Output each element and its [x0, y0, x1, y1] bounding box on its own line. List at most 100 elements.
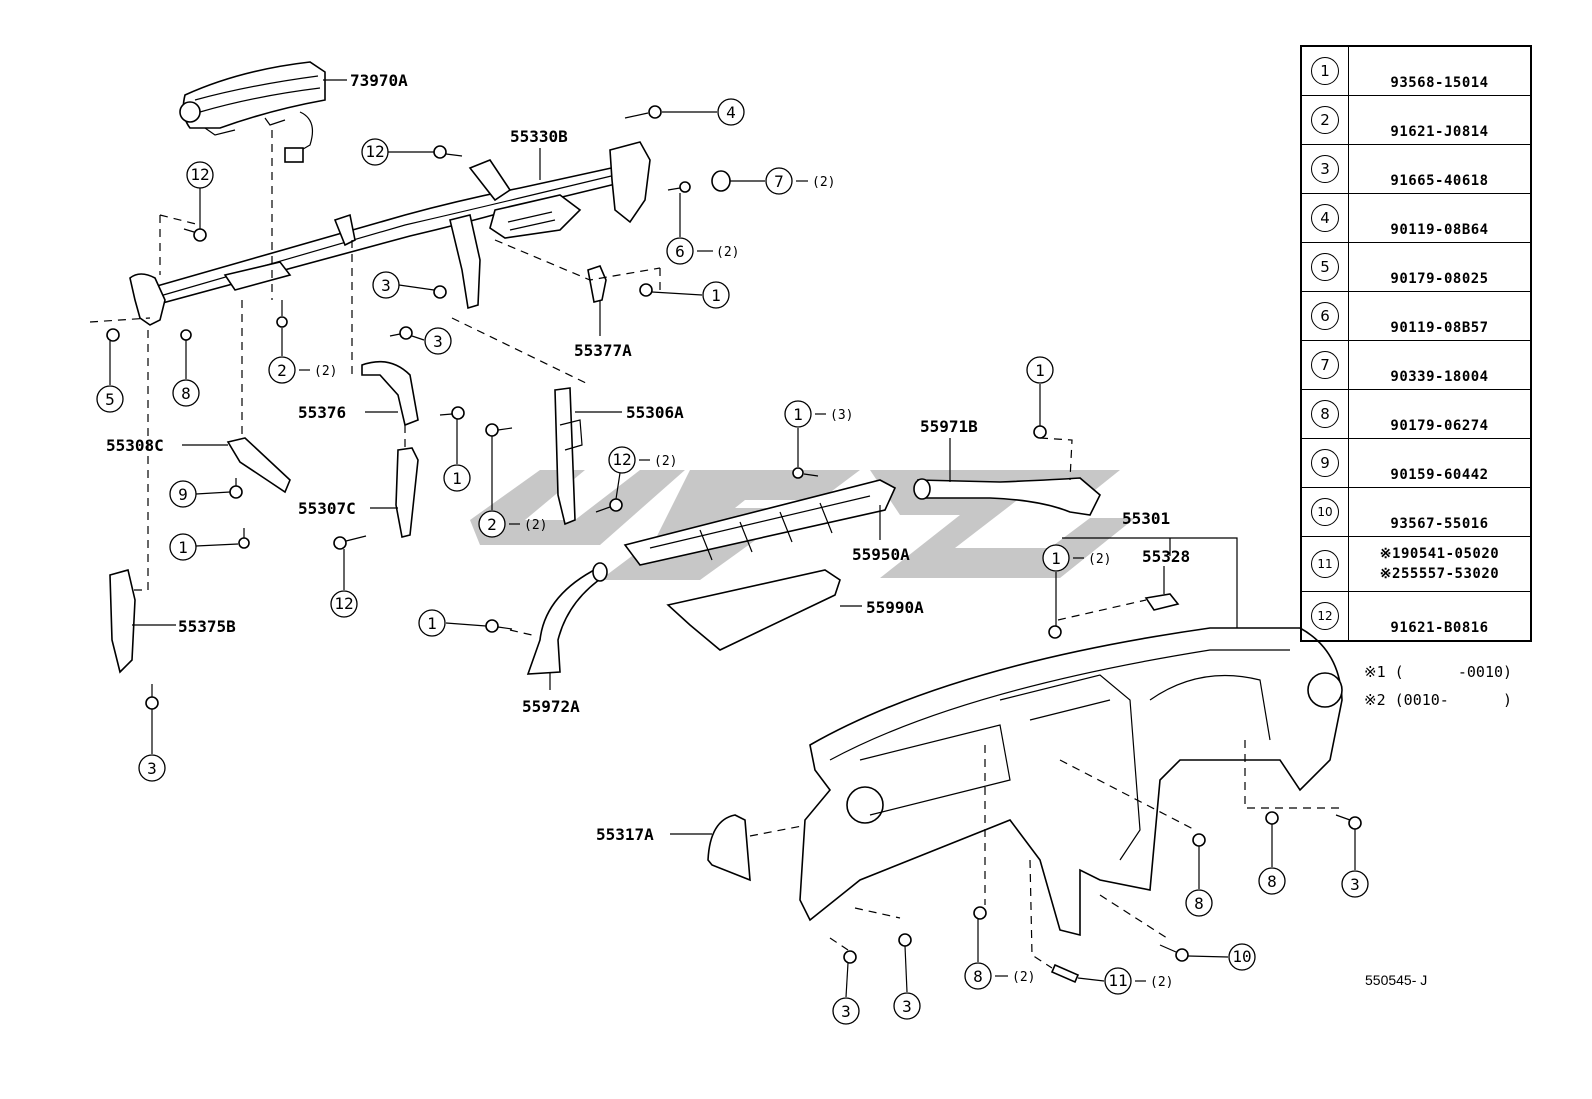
variant-notes: ※1 ( -0010) ※2 (0010- ) — [1364, 658, 1512, 714]
row-number: 8 — [1311, 400, 1339, 428]
callout-number: 12 — [612, 450, 631, 469]
table-row: 1 93568-15014 — [1300, 45, 1532, 96]
row-number: 11 — [1311, 550, 1339, 578]
variant-mark: ※2 — [1379, 566, 1401, 582]
callout-qty: (2) — [654, 454, 677, 469]
callout-number: 12 — [190, 165, 209, 184]
table-row: 2 91621-J0814 — [1300, 95, 1532, 145]
label-55307C: 55307C — [298, 499, 356, 518]
part-number: 90119-08B64 — [1348, 193, 1532, 243]
callout-number: 8 — [1194, 894, 1204, 913]
table-row: 11 ※190541-05020 ※255557-53020 — [1300, 536, 1532, 592]
part-number: 93568-15014 — [1348, 45, 1532, 96]
row-number: 6 — [1311, 302, 1339, 330]
callout-number: 10 — [1232, 947, 1251, 966]
note-mark: ※1 — [1364, 663, 1386, 681]
row-number: 4 — [1311, 204, 1339, 232]
callout-number: 1 — [178, 538, 188, 557]
row-number: 10 — [1311, 498, 1339, 526]
label-55950A: 55950A — [852, 545, 910, 564]
table-row: 8 90179-06274 — [1300, 389, 1532, 439]
part-number: 90179-08025 — [1348, 242, 1532, 292]
part-number: 90159-60442 — [1348, 438, 1532, 488]
note-text: (0010- ) — [1394, 691, 1513, 709]
label-55308C: 55308C — [106, 436, 164, 455]
parts-reference-table: 1 93568-15014 2 91621-J0814 3 91665-4061… — [1300, 45, 1532, 642]
label-55990A: 55990A — [866, 598, 924, 617]
label-55376: 55376 — [298, 403, 346, 422]
callout-number: 4 — [726, 103, 736, 122]
callout-number: 12 — [365, 142, 384, 161]
label-55375B: 55375B — [178, 617, 236, 636]
table-row: 9 90159-60442 — [1300, 438, 1532, 488]
airbag-assembly-73970A — [179, 61, 326, 163]
table-row: 12 91621-B0816 — [1300, 591, 1532, 642]
callout-number: 3 — [841, 1002, 851, 1021]
part-number: 90119-08B57 — [1348, 291, 1532, 341]
part-number: 90179-06274 — [1348, 389, 1532, 439]
table-row: 7 90339-18004 — [1300, 340, 1532, 390]
callout-number: 3 — [902, 997, 912, 1016]
callout-qty: (2) — [1150, 975, 1173, 990]
callout-number: 1 — [1035, 361, 1045, 380]
label-55317A: 55317A — [596, 825, 654, 844]
callout-qty: (2) — [1012, 970, 1035, 985]
part-number: 90541-05020 — [1400, 546, 1500, 562]
callout-number: 3 — [433, 332, 443, 351]
callout-number: 8 — [181, 384, 191, 403]
callout-qty: (3) — [830, 408, 853, 423]
callout-number: 8 — [973, 967, 983, 986]
table-row: 6 90119-08B57 — [1300, 291, 1532, 341]
label-55972A: 55972A — [522, 697, 580, 716]
label-73970A: 73970A — [350, 71, 408, 90]
callout-number: 1 — [452, 469, 462, 488]
instrument-panel-reinforcement-55330B — [129, 141, 651, 326]
row-number: 7 — [1311, 351, 1339, 379]
row-number: 2 — [1311, 106, 1339, 134]
row-number: 5 — [1311, 253, 1339, 281]
callout-number: 9 — [178, 485, 188, 504]
row-number: 1 — [1311, 57, 1339, 85]
variant-mark: ※1 — [1379, 546, 1401, 562]
label-55328: 55328 — [1142, 547, 1190, 566]
label-55301: 55301 — [1122, 509, 1170, 528]
row-number: 9 — [1311, 449, 1339, 477]
table-row: 10 93567-55016 — [1300, 487, 1532, 537]
label-55971B: 55971B — [920, 417, 978, 436]
callout-number: 3 — [381, 276, 391, 295]
callout-qty: (2) — [716, 245, 739, 260]
instrument-panel-55301 — [799, 627, 1343, 937]
callout-number: 6 — [675, 242, 685, 261]
callout-number: 2 — [277, 361, 287, 380]
callout-number: 3 — [1350, 875, 1360, 894]
callout-number: 5 — [105, 390, 115, 409]
part-number: 90339-18004 — [1348, 340, 1532, 390]
label-55330B: 55330B — [510, 127, 568, 146]
callout-number: 1 — [1051, 549, 1061, 568]
callout-number: 7 — [774, 172, 784, 191]
callout-number: 3 — [147, 759, 157, 778]
callout-qty: (2) — [524, 518, 547, 533]
part-number: 93567-55016 — [1348, 487, 1532, 537]
callout-number: 1 — [711, 286, 721, 305]
callout-qty: (2) — [812, 175, 835, 190]
table-row: 5 90179-08025 — [1300, 242, 1532, 292]
callouts: 4 12 7 (2) 12 6 (2) 3 1 — [96, 98, 1369, 1025]
callout-qty: (2) — [314, 364, 337, 379]
note-line: ※1 ( -0010) — [1364, 658, 1512, 686]
row-number: 12 — [1311, 602, 1339, 630]
row-number: 3 — [1311, 155, 1339, 183]
part-number: 91621-B0816 — [1348, 591, 1532, 642]
note-line: ※2 (0010- ) — [1364, 686, 1512, 714]
part-number: 91665-40618 — [1348, 144, 1532, 194]
part-number: 55557-53020 — [1400, 566, 1500, 582]
callout-number: 11 — [1108, 971, 1127, 990]
table-row: 4 90119-08B64 — [1300, 193, 1532, 243]
callout-number: 8 — [1267, 872, 1277, 891]
part-number: 91621-J0814 — [1348, 95, 1532, 145]
label-55306A: 55306A — [626, 403, 684, 422]
note-text: ( -0010) — [1394, 663, 1513, 681]
callout-number: 12 — [334, 594, 353, 613]
callout-qty: (2) — [1088, 552, 1111, 567]
